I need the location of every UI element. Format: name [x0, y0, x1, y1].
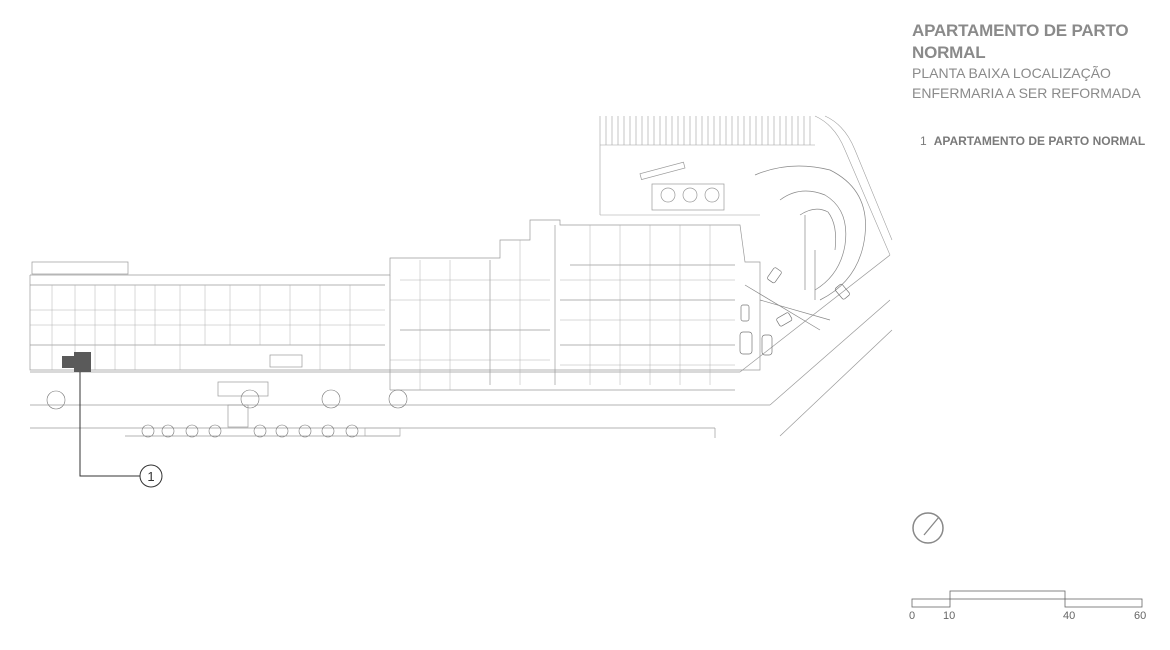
- highlighted-apartment: [62, 352, 91, 372]
- scale-label-0: 0: [909, 610, 916, 622]
- legend-item: 1 APARTAMENTO DE PARTO NORMAL: [920, 134, 1145, 148]
- scale-bar: [911, 590, 1143, 608]
- legend-number: 1: [920, 134, 927, 148]
- legend-label: APARTAMENTO DE PARTO NORMAL: [933, 134, 1146, 148]
- subtitle-line-1: PLANTA BAIXA LOCALIZAÇÃO: [912, 65, 1111, 81]
- subtitle-line-2: ENFERMARIA A SER REFORMADA: [912, 85, 1141, 101]
- north-arrow-icon: [912, 512, 944, 544]
- callout-leader: [79, 372, 140, 477]
- scale-label-40: 40: [1063, 610, 1076, 622]
- scale-label-10: 10: [943, 610, 956, 622]
- callout-circle: [139, 464, 163, 488]
- callout-number: 1: [147, 469, 154, 484]
- plan-subtitle: PLANTA BAIXA LOCALIZAÇÃO ENFERMARIA A SE…: [912, 63, 1162, 103]
- scale-label-60: 60: [1134, 610, 1147, 622]
- plan-title: APARTAMENTO DE PARTO NORMAL: [912, 21, 1129, 62]
